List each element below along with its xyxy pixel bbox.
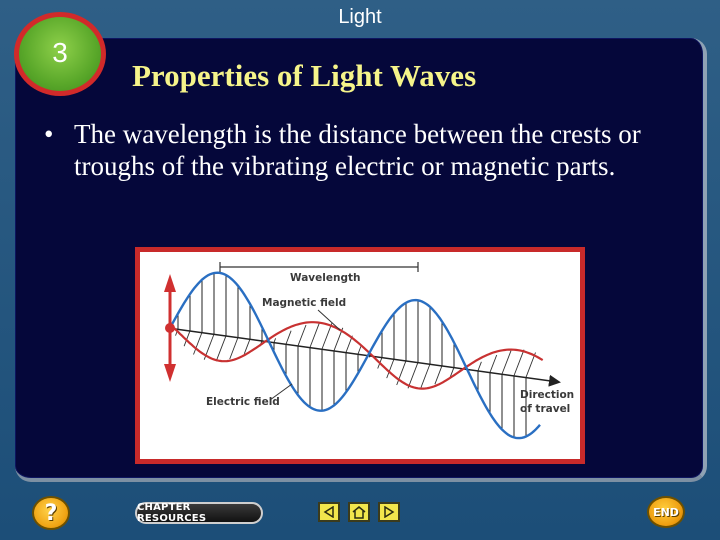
next-button[interactable] bbox=[378, 502, 400, 522]
end-button[interactable]: END bbox=[647, 496, 685, 528]
electromagnetic-wave-diagram: Wavelength Magnetic field Electric field… bbox=[140, 252, 580, 459]
magnetic-field-vector bbox=[215, 335, 227, 362]
wavelength-label: Wavelength bbox=[290, 272, 360, 284]
electric-field-leader bbox=[269, 383, 293, 401]
electric-field-label: Electric field bbox=[206, 396, 280, 408]
magnetic-field-label: Magnetic field bbox=[262, 297, 346, 309]
chapter-resources-button[interactable]: CHAPTER RESOURCES bbox=[135, 502, 263, 524]
magnetic-field-vector bbox=[309, 322, 321, 348]
magnetic-field-vector bbox=[407, 362, 419, 389]
magnetic-field-vector bbox=[525, 352, 536, 378]
help-icon: ? bbox=[44, 500, 58, 526]
magnetic-field-vector bbox=[183, 330, 191, 347]
origin-point-icon bbox=[165, 323, 175, 333]
bullet-text: The wavelength is the distance between t… bbox=[74, 119, 641, 181]
magnetic-field-vector bbox=[396, 360, 407, 386]
magnetic-field-vector bbox=[501, 350, 512, 375]
right-triangle-icon bbox=[384, 506, 395, 518]
magnetic-field-vector bbox=[489, 354, 498, 373]
slide-title: Properties of Light Waves bbox=[132, 58, 477, 93]
bullet-dot-icon: • bbox=[44, 119, 54, 149]
magnetic-field-vector bbox=[297, 324, 307, 346]
magnetic-field-vector bbox=[420, 363, 431, 389]
house-icon bbox=[352, 505, 366, 519]
magnetic-field-leader bbox=[317, 309, 341, 331]
presentation-title: Light bbox=[338, 6, 382, 28]
magnetic-field-vector bbox=[193, 332, 203, 355]
direction-label-line2: of travel bbox=[520, 403, 570, 415]
magnetic-field-vector bbox=[477, 361, 482, 371]
end-label: END bbox=[653, 505, 679, 519]
magnetic-field-vector bbox=[229, 337, 239, 360]
left-triangle-icon bbox=[323, 506, 334, 518]
magnetic-field-vector bbox=[243, 338, 251, 354]
oscillation-arrow-bottom-icon bbox=[164, 364, 176, 382]
magnetic-field-vector bbox=[273, 338, 277, 343]
wave-diagram-frame: Wavelength Magnetic field Electric field… bbox=[135, 247, 585, 464]
magnetic-field-vector bbox=[285, 330, 292, 345]
oscillation-arrow-top-icon bbox=[164, 274, 176, 292]
electric-wave-curve bbox=[168, 271, 541, 440]
magnetic-field-vector bbox=[357, 345, 362, 355]
electric-field-lines bbox=[177, 273, 527, 438]
magnetic-field-vector bbox=[513, 349, 525, 376]
magnetic-wave-curve bbox=[173, 321, 544, 390]
magnetic-field-vector bbox=[434, 365, 443, 385]
home-button[interactable] bbox=[348, 502, 370, 522]
magnetic-field-vector bbox=[449, 367, 455, 378]
help-button[interactable]: ? bbox=[32, 496, 70, 530]
magnetic-field-vector bbox=[386, 358, 395, 379]
bullet-item: • The wavelength is the distance between… bbox=[44, 118, 664, 182]
chapter-badge: 3 bbox=[14, 12, 106, 96]
chapter-resources-label: CHAPTER RESOURCES bbox=[137, 502, 207, 524]
previous-button[interactable] bbox=[318, 502, 340, 522]
magnetic-field-vector bbox=[321, 323, 333, 350]
direction-label-line1: Direction bbox=[520, 389, 574, 401]
chapter-number: 3 bbox=[52, 37, 68, 68]
direction-axis bbox=[167, 327, 561, 387]
